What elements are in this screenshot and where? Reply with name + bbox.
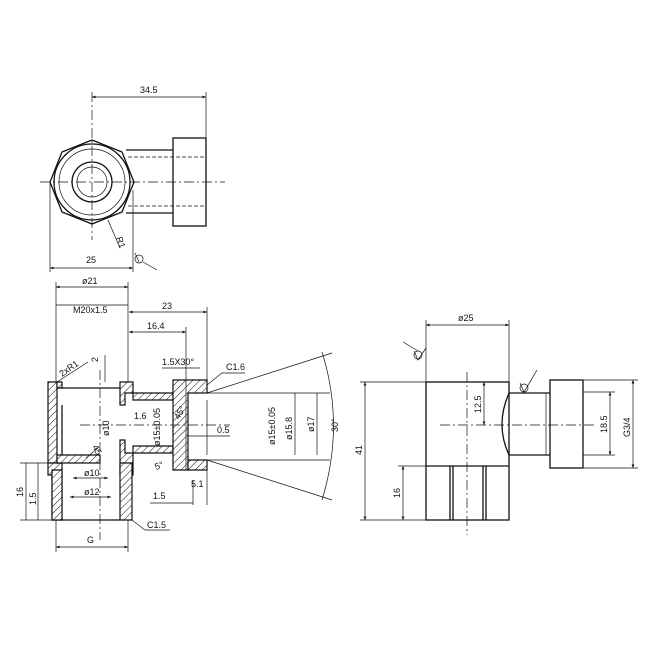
dim-41: 41 — [354, 445, 364, 455]
dim-25: 25 — [86, 255, 96, 265]
chamfer-c15: C1.5 — [147, 520, 166, 530]
top-view: 34.5 25 R1 — [40, 85, 225, 272]
dim-thread: M20x1.5 — [73, 305, 108, 315]
angle-arc — [321, 351, 334, 501]
surface-finish-icon — [519, 369, 538, 393]
dim-bore10: ø10 — [101, 420, 111, 436]
angle-45-small: 45 — [90, 443, 104, 457]
surface-finish-icon — [402, 341, 427, 361]
section-view: ø21 M20x1.5 23 16.4 2xR1 2 1.5X30° C1.6 … — [15, 276, 340, 552]
body-outline — [425, 381, 510, 521]
dim-1-6: 1.6 — [134, 411, 147, 421]
dim-18-5: 18.5 — [599, 415, 609, 433]
dim-12: ø12 — [84, 487, 100, 497]
dim-dia25: ø25 — [458, 313, 474, 323]
dim-15-outer: ø15±0.05 — [267, 407, 277, 445]
dim-5-1: 5.1 — [191, 479, 204, 489]
angle-30: 30° — [330, 418, 340, 432]
dim-16: 16 — [392, 488, 402, 498]
dim-17: ø17 — [306, 416, 316, 432]
dim-23: 23 — [162, 301, 172, 311]
dim-2: 2 — [90, 357, 100, 362]
dim-16-4: 16.4 — [147, 321, 165, 331]
dim-16-left: 16 — [15, 487, 25, 497]
chamfer-c16: C1.6 — [226, 362, 245, 372]
surface-finish-icon — [134, 252, 158, 271]
chamfer-label: 1.5X30° — [162, 357, 195, 367]
dim-15-8: ø15.8 — [284, 417, 294, 440]
radius-label: R1 — [114, 235, 127, 249]
fillet-label: 2xR1 — [57, 358, 80, 378]
side-nut — [549, 379, 584, 469]
dim-dia21: ø21 — [82, 276, 98, 286]
dim-g34: G3/4 — [622, 417, 632, 437]
angle-5: 5° — [153, 459, 165, 471]
dim-1-5-left: 1.5 — [28, 492, 38, 505]
pipe-outline — [126, 149, 173, 214]
dim-34-5: 34.5 — [140, 85, 158, 95]
dim-1-5: 1.5 — [153, 491, 166, 501]
side-pipe — [501, 392, 550, 456]
side-view: ø25 41 16 12.5 18.5 G3/4 — [354, 313, 638, 535]
thread-g: G — [87, 535, 94, 545]
dim-10: ø10 — [84, 468, 100, 478]
dim-15-inner: ø15±0.05 — [152, 408, 162, 446]
dim-0-5: 0.5 — [217, 425, 230, 435]
dim-12-5: 12.5 — [473, 395, 483, 413]
